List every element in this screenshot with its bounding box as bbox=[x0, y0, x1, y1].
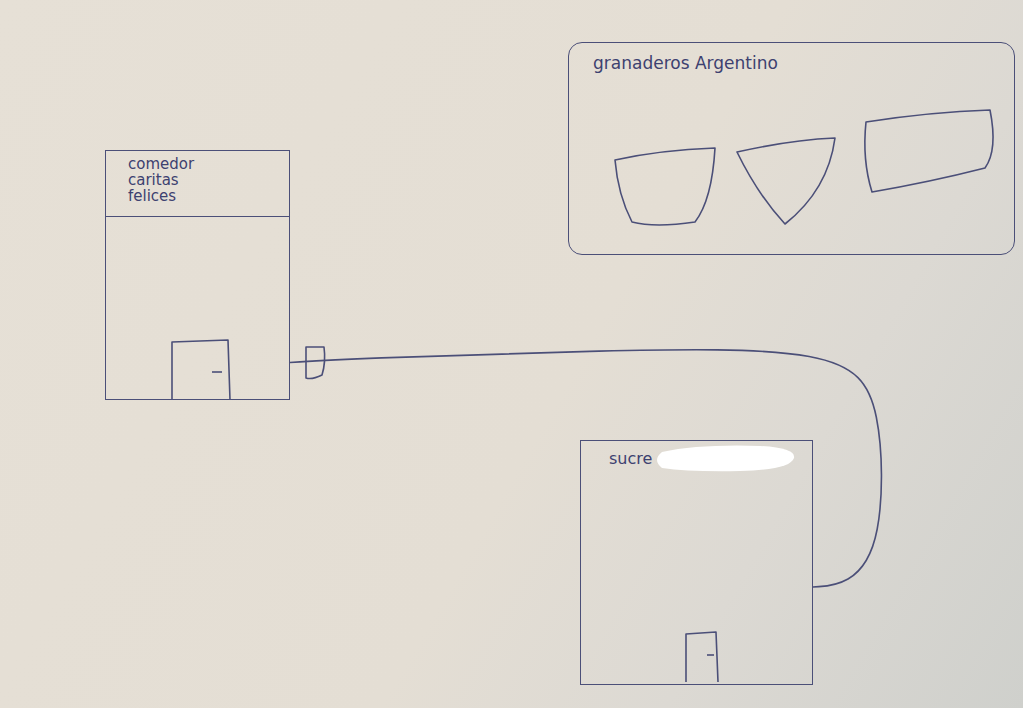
shield-shape bbox=[865, 110, 993, 192]
building-box: comedor caritas felices bbox=[105, 150, 290, 400]
label-area: sucre bbox=[581, 441, 812, 472]
connector-line bbox=[290, 350, 881, 587]
place-name: granaderos Argentino bbox=[593, 55, 1010, 73]
place-name: sucre bbox=[609, 451, 808, 468]
door-handle bbox=[707, 654, 714, 656]
door bbox=[686, 632, 718, 682]
door-handle bbox=[212, 371, 222, 373]
redaction-patch bbox=[657, 446, 794, 472]
building-box: sucre bbox=[580, 440, 813, 685]
door bbox=[172, 340, 230, 400]
header-band: comedor caritas felices bbox=[106, 151, 289, 217]
small-marker bbox=[306, 347, 325, 379]
label-area: granaderos Argentino bbox=[569, 43, 1014, 77]
shield-shape bbox=[737, 138, 835, 224]
school-box: granaderos Argentino bbox=[568, 42, 1015, 255]
shield-shape bbox=[615, 148, 715, 225]
place-name: comedor caritas felices bbox=[128, 157, 194, 204]
